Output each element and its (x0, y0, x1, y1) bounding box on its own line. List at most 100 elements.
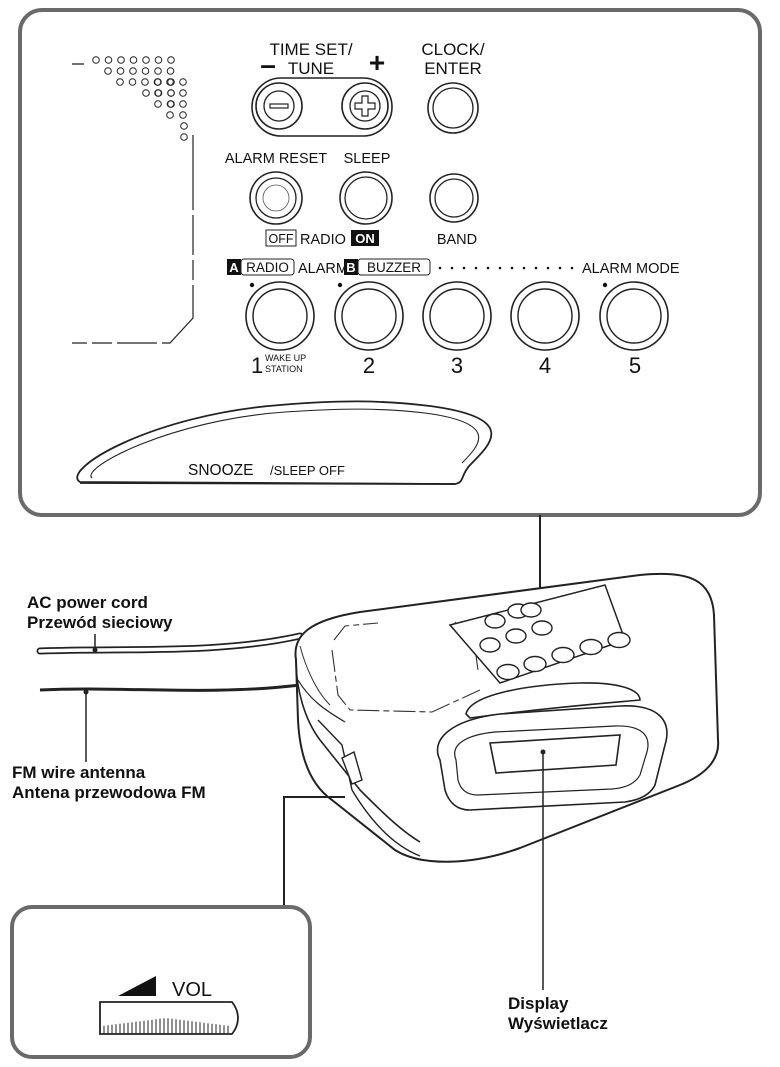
on-tag: ON (355, 231, 375, 246)
preset-1-dot (249, 282, 255, 288)
tune-plus-button[interactable] (341, 82, 389, 130)
grille-dot (154, 89, 162, 97)
alarm-reset-button[interactable] (249, 171, 303, 225)
ac-power-cord (36, 632, 304, 655)
leader-dot (522, 266, 526, 270)
grille-dot (117, 56, 125, 64)
grille-dot (167, 100, 175, 108)
display-label-pl: Wyświetlacz (508, 1014, 608, 1033)
alarm-mode-label: ALARM MODE (582, 261, 680, 277)
grille-dot (128, 78, 137, 86)
vol-wedge-icon (118, 976, 156, 996)
grille-dot (141, 67, 150, 75)
side-vol-knob (341, 750, 363, 785)
grille-dot (116, 78, 124, 86)
grille-dot (141, 78, 149, 86)
tune-label: TUNE (288, 59, 334, 78)
vol-dial[interactable] (99, 1001, 239, 1035)
ac-power-leader-dot (92, 647, 98, 653)
ac-power-label-en: AC power cord (27, 593, 148, 612)
grille-dot (179, 100, 187, 108)
preset-number-1: 1 (251, 353, 263, 378)
sleep-button[interactable] (339, 171, 393, 225)
speaker-grille (92, 56, 188, 141)
display-label-en: Display (508, 994, 569, 1013)
grille-dot (142, 56, 150, 64)
on-tag-box (351, 230, 379, 246)
fm-antenna-label-pl: Antena przewodowa FM (12, 783, 206, 802)
leader-dot (558, 266, 562, 270)
grille-dot (154, 56, 163, 64)
preset-button-4[interactable] (510, 281, 580, 351)
wake-up-label: WAKE UP (265, 353, 306, 363)
time-set-label: TIME SET/ (269, 40, 352, 59)
plus-sign: + (369, 47, 385, 78)
minus-sign: – (260, 49, 276, 80)
band-button[interactable] (429, 173, 479, 223)
preset-button-1[interactable] (245, 281, 315, 351)
preset-number-3: 3 (451, 353, 463, 378)
grille-dot (166, 67, 175, 75)
buzzer-tag: BUZZER (367, 260, 421, 275)
grille-dot (116, 67, 125, 75)
alarm-reset-label: ALARM RESET (225, 151, 327, 167)
minus-icon (269, 103, 289, 109)
leader-dot (534, 266, 538, 270)
a-tag-box (227, 259, 241, 275)
display-screen (489, 734, 621, 774)
ac-power-label-pl: Przewód sieciowy (27, 613, 173, 632)
sleep-off-label: /SLEEP OFF (270, 463, 345, 478)
preset-5-dot (602, 282, 608, 288)
clock-enter-button[interactable] (427, 82, 479, 134)
vol-leader-line (283, 796, 345, 905)
radio-tag-box (240, 258, 295, 276)
snooze-button[interactable] (76, 400, 493, 485)
leader-dot (498, 266, 502, 270)
grille-dot (92, 56, 100, 64)
preset-button-5[interactable] (599, 281, 669, 351)
grille-dot (180, 133, 188, 141)
speaker-outline (72, 135, 194, 344)
clock-label: CLOCK/ (421, 40, 485, 59)
leader-dot (474, 266, 478, 270)
grille-dot (179, 78, 187, 86)
radio-tag: RADIO (246, 260, 289, 275)
grille-dot (180, 122, 188, 130)
off-tag: OFF (269, 232, 294, 246)
grille-dot (179, 89, 187, 97)
fm-antenna-label-en: FM wire antenna (12, 763, 146, 782)
grille-dot (167, 56, 175, 64)
device-snooze-bar (465, 682, 641, 719)
grille-dot (167, 78, 175, 86)
plus-icon (354, 95, 376, 117)
band-label: BAND (437, 232, 477, 248)
tune-minus-button[interactable] (255, 82, 303, 130)
preset-2-dot (337, 282, 343, 288)
leader-dot (462, 266, 466, 270)
grille-dot (129, 67, 137, 75)
buzzer-tag-box (357, 258, 431, 276)
grille-dot (142, 89, 150, 97)
sleep-label: SLEEP (344, 151, 391, 167)
preset-button-3[interactable] (422, 281, 492, 351)
vol-label: VOL (172, 979, 212, 1001)
grille-dot (129, 56, 138, 64)
preset-button-2[interactable] (334, 281, 404, 351)
grille-dot (104, 67, 112, 75)
display-leader-dot (540, 749, 546, 755)
grille-dot (166, 111, 174, 119)
snooze-label: SNOOZE (188, 462, 253, 479)
leader-dot (546, 266, 550, 270)
grille-dot (104, 56, 113, 64)
preset-number-5: 5 (629, 353, 641, 378)
grille-dot (154, 100, 162, 108)
alarm-label: ALARM (298, 261, 348, 277)
leader-dot (450, 266, 454, 270)
enter-label: ENTER (424, 59, 482, 78)
grille-dot (154, 78, 162, 86)
b-tag-box (344, 259, 358, 275)
radio-switch-label: RADIO (300, 232, 346, 248)
leader-dot (510, 266, 514, 270)
fm-wire-antenna (39, 683, 301, 692)
